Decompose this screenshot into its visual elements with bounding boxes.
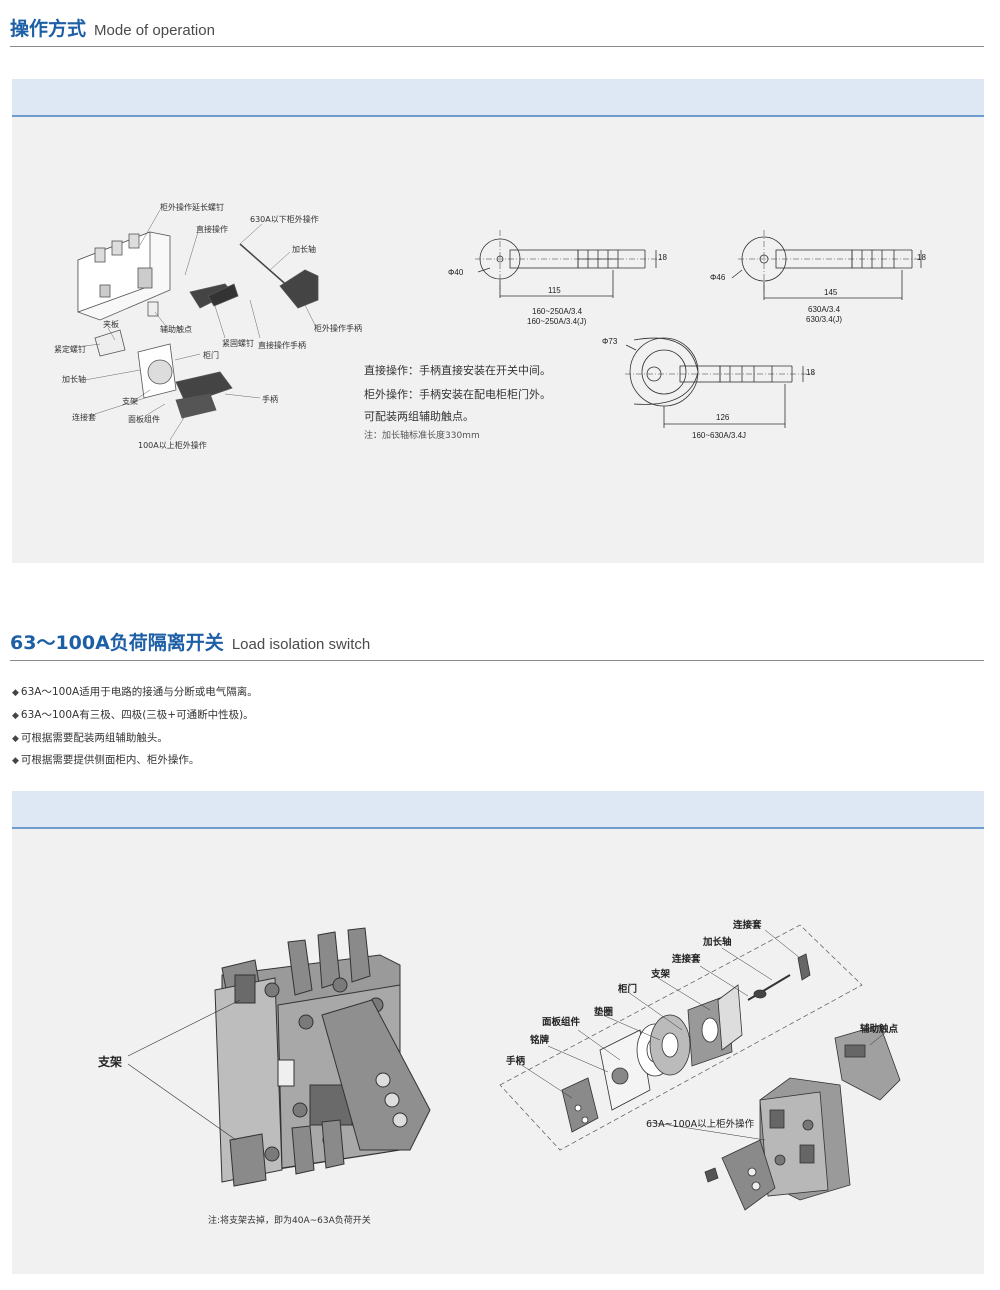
feature-bullet-2: ◆63A～100A有三极、四极(三极+可通断中性极)。: [12, 707, 254, 722]
label-handle: 手柄: [262, 395, 278, 404]
dim2-model1: 630A/3.4: [808, 305, 841, 314]
label2-coupling-top: 连接套: [733, 920, 762, 931]
bullet-text: 可根据需要配装两组辅助触头。: [20, 732, 168, 744]
label-ext-shaft-top: 加长轴: [292, 245, 316, 254]
label-clamp: 夹板: [103, 320, 119, 329]
label-fix-screw: 紧固螺钉: [222, 339, 254, 348]
dim1-model2: 160~250A/3.4(J): [527, 317, 587, 326]
dim3-height: 18: [806, 368, 815, 377]
label-below630: 630A以下柜外操作: [250, 215, 319, 224]
label-door: 柜门: [203, 351, 219, 360]
operation-panel: [12, 79, 984, 563]
section-title-operation: 操作方式 Mode of operation: [10, 14, 215, 41]
operation-exploded-drawing: [77, 209, 319, 441]
handle-dimension-drawings: [475, 230, 925, 428]
diamond-bullet-icon: ◆: [12, 756, 19, 766]
feature-bullet-4: ◆可根据需要提供侧面柜内、柜外操作。: [12, 752, 199, 767]
label-bracket: 支架: [122, 397, 138, 406]
dim2-height: 18: [917, 253, 926, 262]
operation-text-1: 直接操作：手柄直接安装在开关中间。: [364, 364, 551, 377]
label-ext-screw: 柜外操作延长螺钉: [160, 203, 224, 212]
dim2-model2: 630/3.4(J): [806, 315, 843, 324]
section2-divider: [10, 660, 984, 661]
label-lock-screw: 紧定螺钉: [54, 345, 86, 354]
label2-coupling: 连接套: [672, 954, 701, 965]
bullet-text: 63A～100A适用于电路的接通与分断或电气隔离。: [20, 686, 258, 698]
label2-nameplate: 铭牌: [530, 1035, 550, 1046]
label2-outer-op: 63A~100A以上柜外操作: [646, 1119, 755, 1130]
dim2-length: 145: [824, 288, 838, 297]
section-title-load-switch: 63～100A负荷隔离开关 Load isolation switch: [10, 628, 370, 655]
diamond-bullet-icon: ◆: [12, 711, 19, 721]
operation-text-3: 可配装两组辅助触点。: [364, 410, 474, 423]
dim3-phi: Φ73: [602, 337, 618, 346]
load-switch-note: 注:将支架去掉，即为40A~63A负荷开关: [208, 1216, 371, 1226]
dim3-length: 126: [716, 413, 730, 422]
feature-bullet-1: ◆63A～100A适用于电路的接通与分断或电气隔离。: [12, 684, 258, 699]
label-direct-handle: 直接操作手柄: [258, 341, 306, 350]
label2-aux-contact: 辅助触点: [860, 1024, 899, 1035]
section-title-en: Mode of operation: [94, 22, 215, 39]
section2-title-en: Load isolation switch: [231, 636, 371, 653]
section-title-cn: 操作方式: [10, 18, 87, 40]
label2-panel-comp: 面板组件: [542, 1017, 581, 1028]
dim1-phi: Φ40: [448, 268, 464, 277]
dim1-model1: 160~250A/3.4: [532, 307, 583, 316]
panel-header-bar: [12, 79, 984, 117]
label-bracket-main: 支架: [98, 1055, 123, 1069]
section-divider: [10, 46, 984, 47]
label2-bracket: 支架: [651, 969, 671, 980]
label-direct-op: 直接操作: [196, 225, 228, 234]
label-panel-comp: 面板组件: [128, 415, 160, 424]
panel2-header-bar: [12, 791, 984, 829]
label2-handle: 手柄: [506, 1056, 526, 1067]
label2-door: 柜门: [618, 984, 638, 995]
dim1-length: 115: [548, 286, 561, 295]
diamond-bullet-icon: ◆: [12, 734, 19, 744]
feature-bullet-3: ◆可根据需要配装两组辅助触头。: [12, 730, 168, 745]
dim3-model: 160~630A/3.4J: [692, 431, 747, 440]
bullet-text: 可根据需要提供侧面柜内、柜外操作。: [20, 754, 200, 766]
label-aux-contact: 辅助触点: [160, 325, 192, 334]
bullet-text: 63A～100A有三极、四极(三极+可通断中性极)。: [20, 709, 254, 721]
label-ext-shaft: 加长轴: [62, 375, 86, 384]
label2-gasket: 垫圈: [594, 1007, 614, 1018]
operation-note: 注：加长轴标准长度330mm: [364, 431, 480, 441]
dim2-phi: Φ46: [710, 273, 726, 282]
diamond-bullet-icon: ◆: [12, 688, 19, 698]
operation-text-2: 柜外操作：手柄安装在配电柜柜门外。: [364, 388, 551, 401]
label-outer-handle: 柜外操作手柄: [314, 324, 362, 333]
dim1-height: 18: [658, 253, 667, 262]
section2-title-cn: 63～100A负荷隔离开关: [10, 632, 224, 654]
label2-ext-shaft: 加长轴: [703, 937, 732, 948]
label-above100: 100A以上柜外操作: [138, 441, 207, 450]
label-coupling: 连接套: [72, 413, 96, 422]
